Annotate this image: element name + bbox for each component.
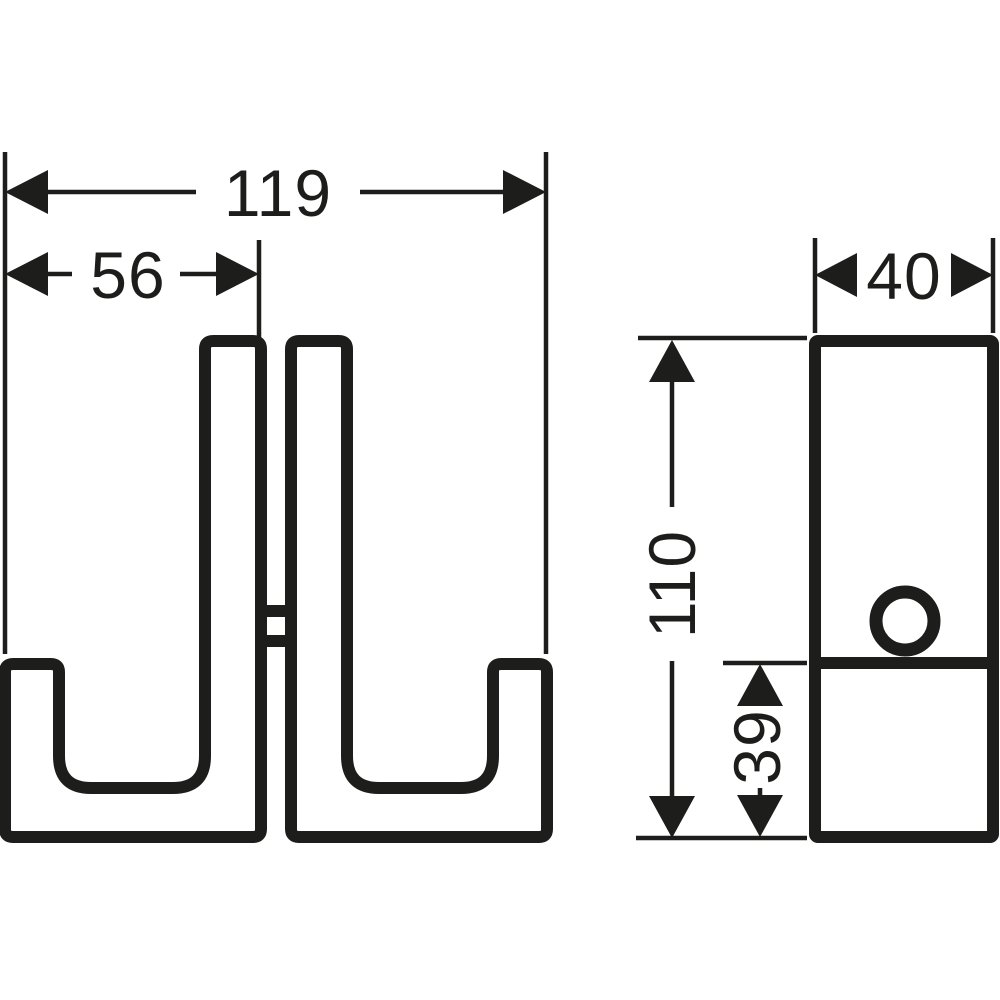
side-view: 40 110 39 <box>635 238 999 843</box>
arrowhead-right-icon <box>216 252 259 296</box>
dimension-label-110: 110 <box>635 530 709 638</box>
arrowhead-left-icon <box>815 253 857 297</box>
dimension-label-39: 39 <box>720 709 794 784</box>
dimension-side-hook-height: 39 <box>720 664 794 837</box>
arrowhead-up-icon <box>649 340 695 382</box>
dimension-label-119: 119 <box>224 156 332 230</box>
dimension-side-depth: 40 <box>815 239 993 313</box>
arrowhead-right-icon <box>503 170 546 214</box>
arrowhead-down-icon <box>737 795 783 837</box>
arrowhead-down-icon <box>649 796 695 838</box>
dimension-label-56: 56 <box>90 238 165 312</box>
arrowhead-left-icon <box>5 252 48 296</box>
arrowhead-left-icon <box>5 170 48 214</box>
dimension-front-offset-width: 56 <box>5 238 259 312</box>
arrowhead-right-icon <box>951 253 993 297</box>
dimension-front-total-width: 119 <box>5 156 546 230</box>
front-view: 119 56 <box>0 152 553 843</box>
front-right-hook-outline <box>285 335 553 843</box>
mounting-hole-icon <box>869 585 941 657</box>
side-profile-outline <box>809 335 999 843</box>
dimension-label-40: 40 <box>866 239 941 313</box>
arrowhead-up-icon <box>737 664 783 706</box>
dimension-side-total-height: 110 <box>635 340 709 838</box>
front-left-hook-outline <box>0 335 267 843</box>
